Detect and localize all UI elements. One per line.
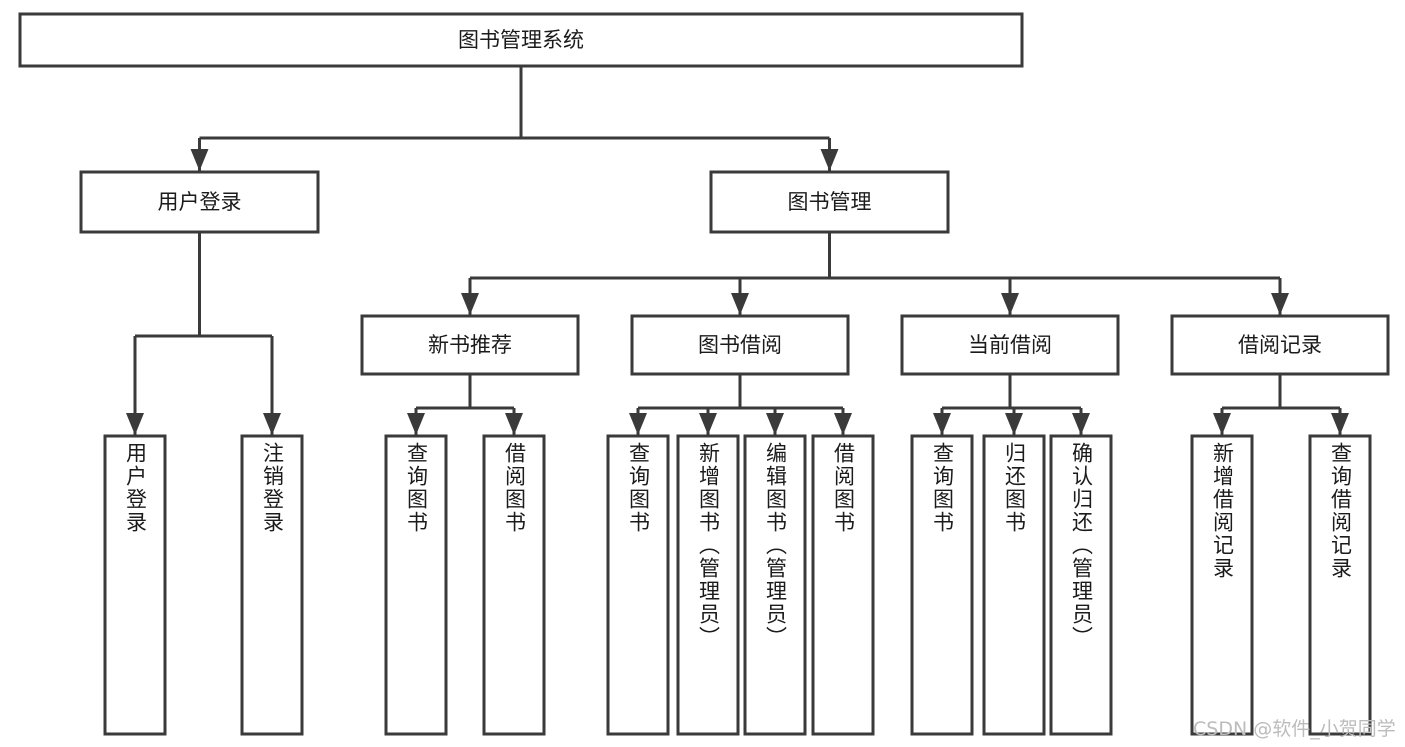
arrow-head-icon	[766, 413, 784, 435]
node-leaf-box-6[interactable]	[743, 434, 807, 736]
arrow-head-icon	[461, 293, 479, 315]
arrow-head-icon	[263, 413, 281, 435]
node-level3-box-3[interactable]	[1170, 314, 1390, 376]
arrow-head-icon	[1072, 413, 1090, 435]
node-level3-box-1[interactable]	[630, 314, 850, 376]
connector-lines	[126, 66, 1349, 435]
node-leaf-box-8[interactable]	[910, 434, 974, 736]
node-leaf-box-10[interactable]	[1049, 434, 1113, 736]
node-leaf-box-9[interactable]	[982, 434, 1046, 736]
node-level3-box-0[interactable]	[360, 314, 580, 376]
node-leaf-box-5[interactable]	[676, 434, 740, 736]
node-level3-label-0: 新书推荐	[428, 333, 512, 357]
node-level3-box-2[interactable]	[900, 314, 1120, 376]
node-level2-label-0: 用户登录	[158, 190, 242, 214]
arrow-head-icon	[933, 413, 951, 435]
node-root-box[interactable]	[18, 12, 1024, 68]
node-leaf-box-11[interactable]	[1190, 434, 1254, 736]
arrow-head-icon	[731, 293, 749, 315]
node-level3-label-2: 当前借阅	[968, 333, 1052, 357]
arrow-head-icon	[820, 149, 839, 171]
arrow-head-icon	[1005, 413, 1023, 435]
node-level3-label-3: 借阅记录	[1238, 333, 1322, 357]
node-leaf-box-2[interactable]	[384, 434, 448, 736]
node-leaf-box-7[interactable]	[811, 434, 875, 736]
node-level2-label-1: 图书管理	[788, 190, 872, 214]
node-leaf-box-12[interactable]	[1308, 434, 1372, 736]
node-boxes	[18, 12, 1390, 736]
arrow-head-icon	[1001, 293, 1019, 315]
arrow-head-icon	[1271, 293, 1289, 315]
node-root-label: 图书管理系统	[458, 28, 584, 52]
arrow-head-icon	[834, 413, 852, 435]
node-leaf-box-0[interactable]	[103, 434, 167, 736]
node-leaf-box-1[interactable]	[240, 434, 304, 736]
node-level2-box-0[interactable]	[79, 170, 320, 234]
node-level2-box-1[interactable]	[709, 170, 950, 234]
arrow-head-icon	[1331, 413, 1349, 435]
arrow-head-icon	[190, 149, 209, 171]
node-leaf-box-3[interactable]	[482, 434, 546, 736]
arrow-head-icon	[407, 413, 425, 435]
arrow-head-icon	[699, 413, 717, 435]
arrow-head-icon	[505, 413, 523, 435]
arrow-head-icon	[1213, 413, 1231, 435]
arrow-head-icon	[126, 413, 144, 435]
node-level3-label-1: 图书借阅	[698, 333, 782, 357]
node-leaf-box-4[interactable]	[606, 434, 670, 736]
arrow-head-icon	[629, 413, 647, 435]
